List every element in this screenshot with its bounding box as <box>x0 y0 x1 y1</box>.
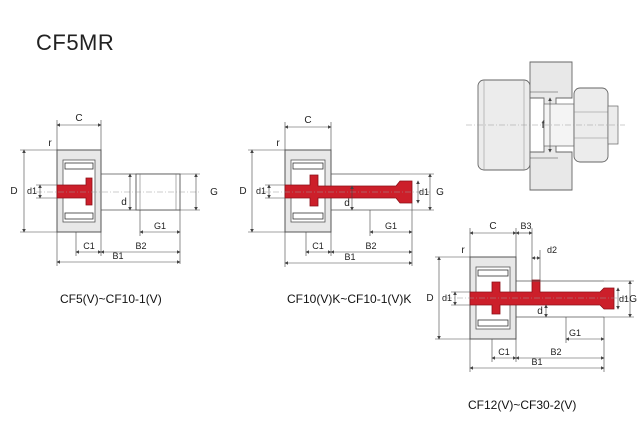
needle-top <box>292 162 324 170</box>
needle-bottom <box>64 212 94 220</box>
dimension-lines <box>435 228 634 372</box>
label-d: d <box>344 198 350 209</box>
label-c: C <box>75 113 82 124</box>
label-c1: C1 <box>83 241 95 251</box>
label-c: C <box>489 221 496 232</box>
label-g: G <box>629 294 637 305</box>
stud-red <box>469 279 615 315</box>
label-b1: B1 <box>531 357 542 367</box>
label-r: r <box>48 138 52 149</box>
figure-cf5: C r D d1 d G G1 C1 B2 B1 <box>10 113 218 266</box>
figure-caption-cf5: CF5(V)~CF10-1(V) <box>60 292 162 306</box>
label-b3: B3 <box>520 221 531 231</box>
label-d1-end: d1 <box>619 294 629 304</box>
label-g1: G1 <box>569 328 581 338</box>
label-d1: d1 <box>27 186 37 196</box>
label-c1: C1 <box>312 241 324 251</box>
label-g1: G1 <box>154 221 166 231</box>
label-d1: d1 <box>256 186 266 196</box>
label-b1: B1 <box>344 252 355 262</box>
label-b1: B1 <box>112 251 123 261</box>
label-b2: B2 <box>135 241 146 251</box>
needle-top <box>64 162 94 170</box>
label-b2: B2 <box>365 241 376 251</box>
needle-top <box>477 269 509 277</box>
label-b2: B2 <box>550 347 561 357</box>
diagram-title: CF5MR <box>36 30 115 55</box>
label-d2: d2 <box>547 245 557 255</box>
label-d-outer: D <box>10 186 17 197</box>
figure-cf10k: C r D d1 d d1 G G1 C1 B2 B1 <box>239 115 444 267</box>
label-d-outer: D <box>426 293 433 304</box>
label-d: d <box>537 306 543 317</box>
dimension-lines <box>20 120 200 266</box>
label-g: G <box>210 187 218 198</box>
label-g: G <box>436 187 444 198</box>
label-r: r <box>461 245 465 256</box>
needle-bottom <box>477 319 509 327</box>
label-d: d <box>121 197 127 208</box>
label-r: r <box>276 138 280 149</box>
needle-bottom <box>292 212 324 220</box>
figure-caption-cf12: CF12(V)~CF30-2(V) <box>468 398 577 412</box>
stud-red <box>56 177 93 206</box>
label-d1-end: d1 <box>419 187 429 197</box>
figure-caption-cf10k: CF10(V)K~CF10-1(V)K <box>287 292 412 306</box>
mounting-detail: f <box>466 61 625 191</box>
figure-cf12: C B3 d2 r D d1 d d1 G G1 C1 B2 B1 <box>426 221 637 372</box>
label-d1: d1 <box>442 293 452 303</box>
label-d-outer: D <box>239 186 246 197</box>
label-f: f <box>542 120 545 131</box>
label-c: C <box>304 115 311 126</box>
label-g1: G1 <box>385 221 397 231</box>
label-c1: C1 <box>498 347 510 357</box>
dimension-lines <box>248 122 434 267</box>
